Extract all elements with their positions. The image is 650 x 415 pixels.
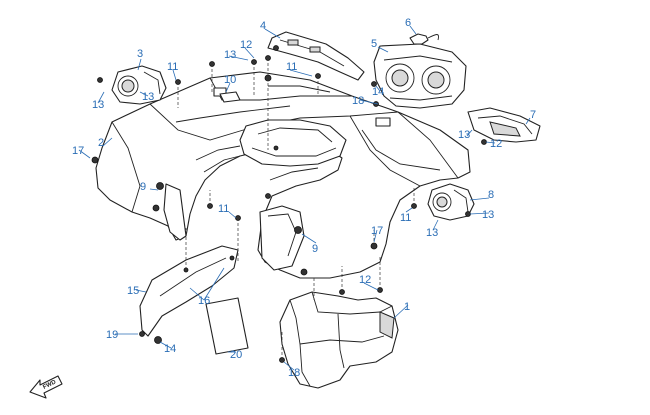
callout-13c: 13 xyxy=(142,91,154,103)
callout-9b: 9 xyxy=(312,243,318,255)
callout-17b: 17 xyxy=(371,225,383,237)
callout-1: 1 xyxy=(404,301,410,313)
assembly-guide-lines xyxy=(177,58,415,360)
callout-20: 20 xyxy=(230,349,242,361)
rear-fender xyxy=(95,71,471,279)
callout-12b: 12 xyxy=(490,138,502,150)
callout-11b: 11 xyxy=(286,61,297,73)
callout-15: 15 xyxy=(127,285,139,297)
callout-8: 8 xyxy=(488,189,494,201)
callout-3: 3 xyxy=(137,48,143,60)
callout-7: 7 xyxy=(530,109,536,121)
callout-12c: 12 xyxy=(359,274,371,286)
part-7-side-cover xyxy=(467,107,541,143)
callout-13b: 13 xyxy=(92,99,104,111)
callout-11a: 11 xyxy=(167,61,178,73)
callout-12a: 12 xyxy=(240,39,252,51)
callout-18a: 18 xyxy=(352,95,364,107)
part-4-rear-cover xyxy=(267,31,365,81)
callout-16: 16 xyxy=(198,295,210,307)
callout-13a: 13 xyxy=(224,49,236,61)
callout-18b: 18 xyxy=(288,367,300,379)
callout-10: 10 xyxy=(224,74,236,86)
part-5-taillight xyxy=(373,43,467,109)
fwd-arrow-icon: FWD xyxy=(29,375,63,399)
callout-9a: 9 xyxy=(140,181,146,193)
leader-lines xyxy=(78,25,531,371)
callout-labels: 1 2 3 4 5 6 7 8 9 9 10 11 11 11 11 12 12… xyxy=(72,17,536,379)
callout-13f: 13 xyxy=(426,227,438,239)
callout-17a: 17 xyxy=(72,145,84,157)
callout-6: 6 xyxy=(405,17,411,29)
callout-14a: 14 xyxy=(372,86,384,98)
callout-5: 5 xyxy=(371,38,377,50)
callout-11d: 11 xyxy=(400,212,411,224)
callout-13d: 13 xyxy=(458,129,470,141)
fwd-label: FWD xyxy=(42,379,58,391)
part-6-connector xyxy=(409,33,439,45)
part-20-pad xyxy=(205,297,249,355)
callout-2: 2 xyxy=(98,137,104,149)
callout-14b: 14 xyxy=(164,343,176,355)
under-tray xyxy=(279,291,399,389)
callout-4: 4 xyxy=(260,20,266,32)
callout-19: 19 xyxy=(106,329,118,341)
callout-11c: 11 xyxy=(218,203,229,215)
part-8-right-light xyxy=(427,183,475,221)
callout-13e: 13 xyxy=(482,209,494,221)
part-3-left-light xyxy=(111,65,167,105)
part-15-mudflap xyxy=(139,245,239,337)
